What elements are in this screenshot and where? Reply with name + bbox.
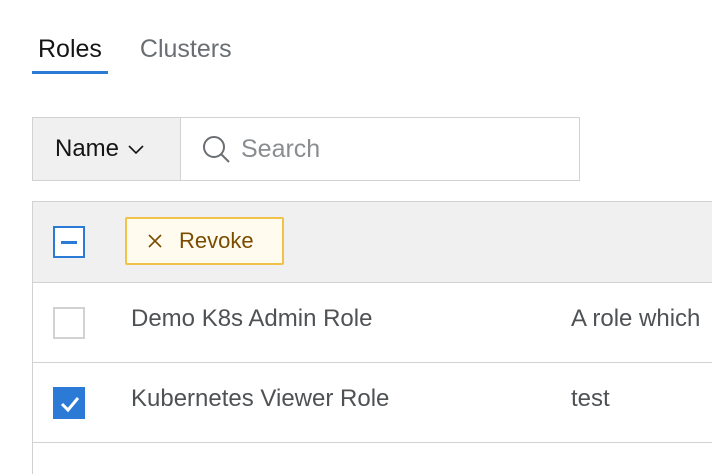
table-row: Kubernetes Viewer Role test (33, 363, 712, 443)
checkmark-icon (60, 397, 80, 413)
tab-roles[interactable]: Roles (32, 24, 108, 74)
search-icon (203, 136, 230, 163)
search-box (181, 118, 579, 180)
table-row: Demo K8s Admin Role A role which (33, 283, 712, 363)
search-input[interactable] (241, 134, 561, 164)
revoke-button[interactable]: Revoke (125, 217, 284, 265)
chevron-down-icon (128, 145, 144, 155)
role-name: Demo K8s Admin Role (131, 305, 373, 332)
role-description: A role which (571, 305, 701, 332)
revoke-button-label: Revoke (179, 228, 254, 253)
role-name: Kubernetes Viewer Role (131, 385, 390, 412)
close-icon (148, 234, 162, 248)
role-description: test (571, 385, 610, 412)
tab-clusters[interactable]: Clusters (139, 35, 232, 63)
tab-bar: Roles Clusters (32, 24, 238, 76)
filter-attribute-label: Name (55, 135, 120, 162)
row-checkbox[interactable] (53, 387, 85, 419)
bulk-action-row: Revoke (33, 202, 712, 283)
filter-attribute-select[interactable]: Name (33, 118, 181, 180)
row-checkbox[interactable] (53, 307, 85, 339)
filter-toolbar: Name (32, 117, 580, 181)
roles-table: Revoke Demo K8s Admin Role A role which … (32, 201, 712, 474)
select-all-checkbox[interactable] (53, 226, 85, 258)
